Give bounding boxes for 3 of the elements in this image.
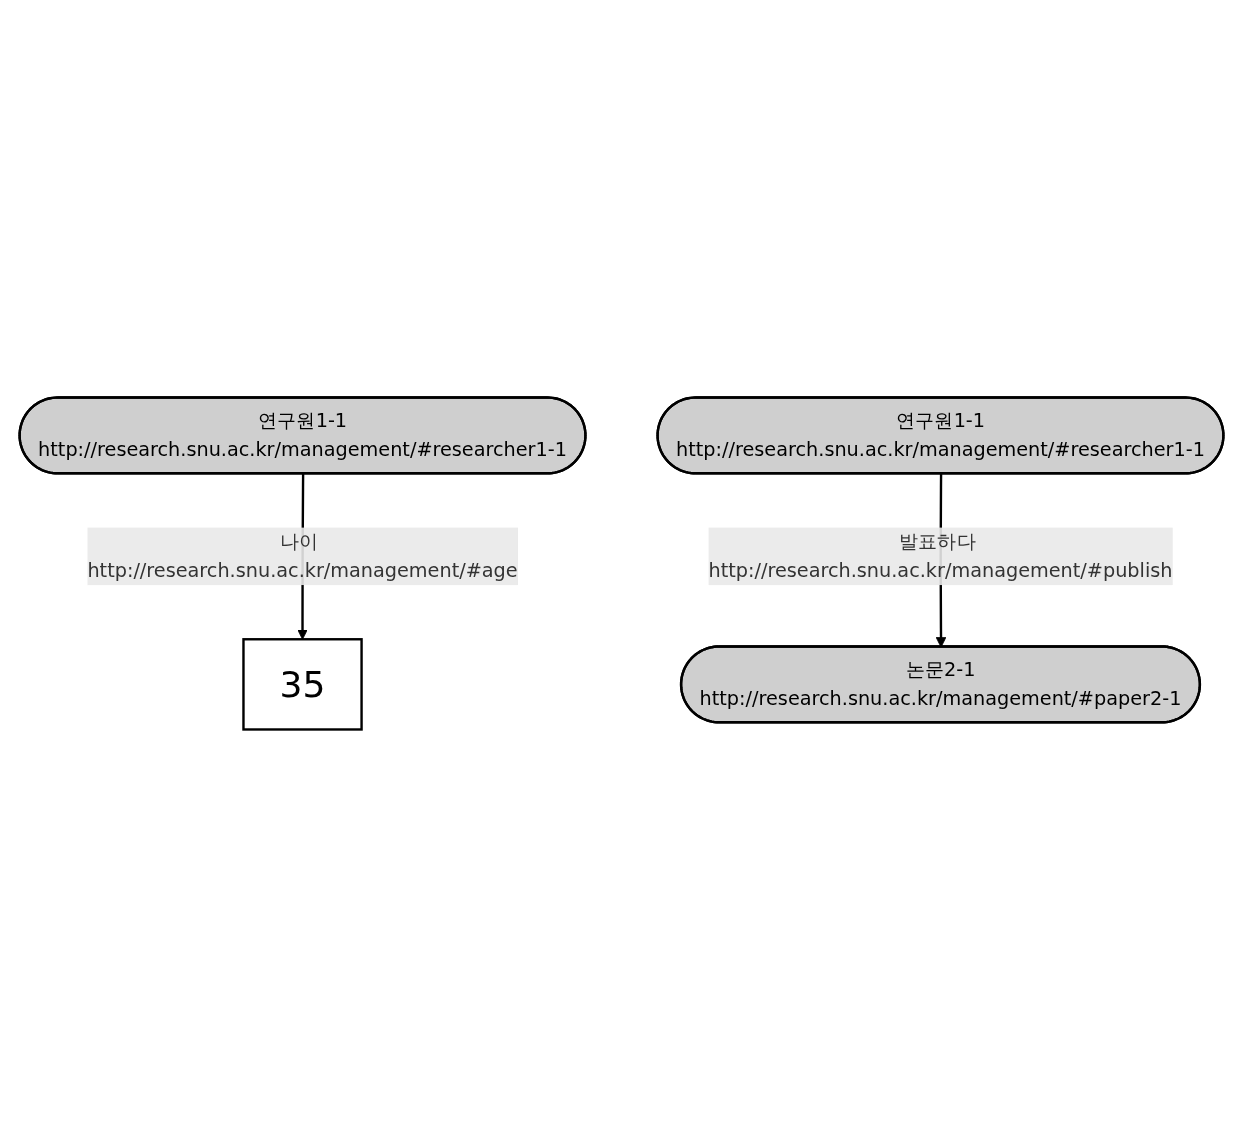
node-box: 35 [242,638,363,731]
edge-label: 발표하다 http://research.snu.ac.kr/management/#publish [708,529,1173,582]
edge-label: 나이 http://research.snu.ac.kr/management/#age [87,529,518,582]
